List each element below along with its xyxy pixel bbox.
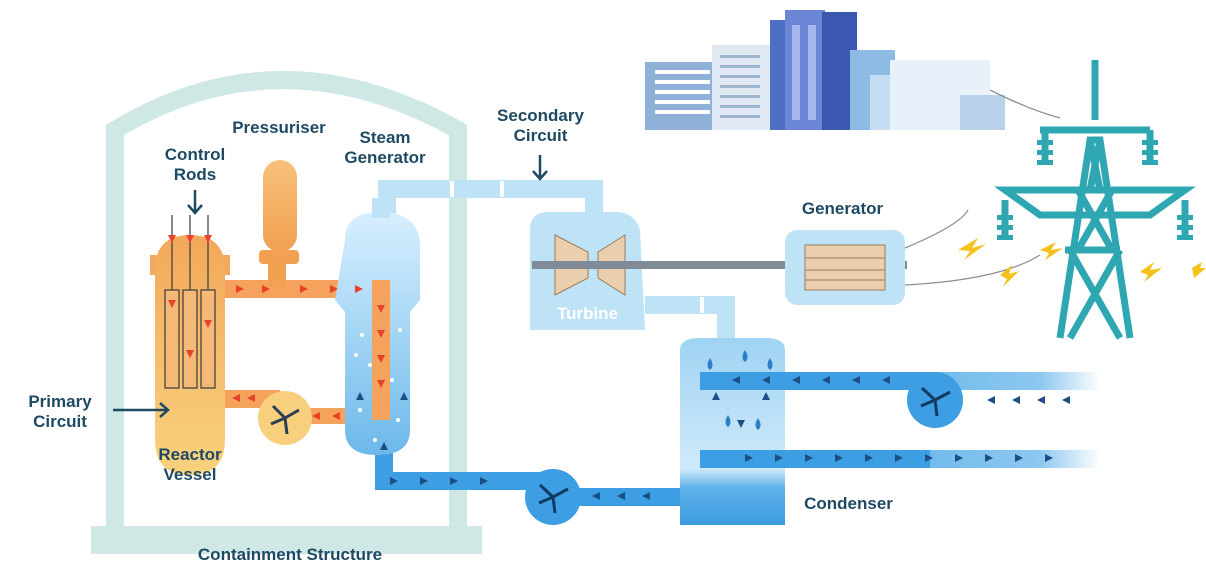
- water-flow-arrows: [356, 376, 1070, 500]
- control-rods-label: Control Rods: [164, 145, 226, 184]
- pylon-icon: [994, 60, 1196, 340]
- primary-flow-arrows: [168, 235, 385, 420]
- primary-circuit-label: Primary Circuit: [28, 392, 92, 431]
- power-lines: [904, 89, 1061, 286]
- condenser-label: Condenser: [804, 494, 893, 513]
- arrow-down-icon: [187, 190, 203, 215]
- arrow-down-icon: [532, 155, 548, 181]
- feedwater-pump-icon: [525, 469, 581, 525]
- pressuriser-label: Pressuriser: [232, 118, 326, 137]
- pressuriser: [263, 160, 297, 252]
- condenser: [680, 338, 785, 525]
- insulator-icons: [997, 140, 1193, 240]
- turbine-label: Turbine: [556, 304, 619, 323]
- control-rods: [164, 215, 216, 389]
- city-buildings: [645, 10, 1005, 130]
- primary-pump-icon: [258, 391, 312, 445]
- generator-label: Generator: [801, 199, 884, 218]
- condenser-cooling-loop: [700, 372, 930, 468]
- reactor-vessel-label: Reactor Vessel: [158, 445, 222, 484]
- arrow-right-icon: [113, 402, 170, 418]
- cooling-pump-icon: [907, 372, 963, 428]
- steam-generator-label: Steam Generator: [344, 128, 426, 167]
- generator: [785, 230, 905, 305]
- reactor-vessel: [150, 215, 230, 475]
- turbine-shaft: [532, 261, 907, 269]
- secondary-circuit-label: Secondary Circuit: [497, 106, 584, 145]
- turbine: [530, 212, 645, 330]
- secondary-steam-pipe: [378, 180, 735, 346]
- containment-structure-label: Containment Structure: [197, 545, 383, 564]
- indicator-arrows: [113, 155, 548, 418]
- lightning-icon: [958, 238, 1206, 287]
